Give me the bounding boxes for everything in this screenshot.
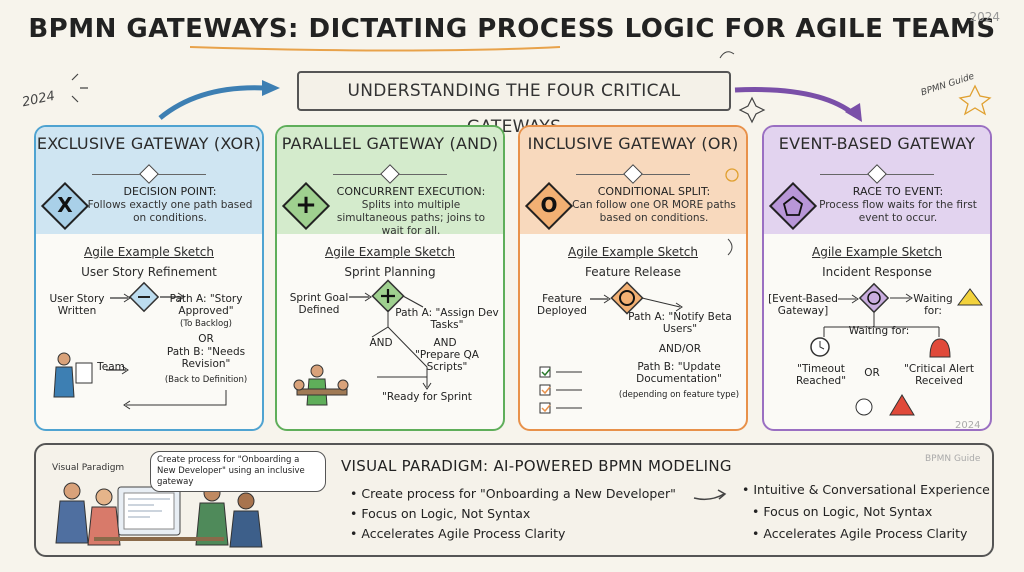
example-subtitle: Feature Release [584,265,682,279]
card-header: PARALLEL GATEWAY (AND) [281,134,499,153]
example-title: Agile Example Sketch [325,245,455,259]
sun-icon [725,168,739,182]
example-title: Agile Example Sketch [568,245,698,259]
arrow-icon [693,489,727,501]
left-bullet-1: • Create process for "Onboarding a New D… [350,486,676,501]
path-b-label: Path B: "Needs Revision" [166,346,246,370]
left-bullet-3: • Accelerates Agile Process Clarity [350,526,566,541]
path-a-note: (To Backlog) [180,319,232,329]
start-event-label: [Event-Based Gateway] [768,293,838,317]
visual-paradigm-banner [34,443,994,557]
flow-arrow-left [158,85,266,120]
gateway-symbol: + [295,190,317,220]
card-header: EXCLUSIVE GATEWAY (XOR) [36,134,262,153]
path-a-label: Path A: "Assign Dev Tasks" [395,307,499,331]
or-label: OR [864,367,880,379]
timeout-event-label: "Timeout Reached" [795,363,847,387]
table-icon [296,388,348,396]
and-label: AND [369,337,393,349]
definition-title: CONDITIONAL SPLIT: [597,185,711,198]
right-bullet-2: • Focus on Logic, Not Syntax [752,504,933,519]
team-label: Team [97,361,125,373]
flow-arrow-right [734,87,857,117]
mini-gateway-divider [92,164,206,184]
definition-text: Process flow waits for the first event t… [819,199,977,224]
bpmn-guide-note: BPMN Guide [925,454,981,464]
person-icon [195,502,229,546]
start-event-label: User Story Written [49,293,105,317]
waiting-label: Waiting for: [913,293,953,317]
banner-title: VISUAL PARADIGM: AI-POWERED BPMN MODELIN… [341,457,732,475]
checklist-icon [539,366,582,414]
vp-brand-label: Visual Paradigm [52,463,125,473]
example-subtitle: Incident Response [822,265,932,279]
card-inclusive-gateway: INCLUSIVE GATEWAY (OR) O CONDITIONAL SPL… [518,125,748,431]
card-parallel-gateway: PARALLEL GATEWAY (AND) + CONCURRENT EXEC… [275,125,505,431]
path-b-note: (Back to Definition) [164,375,248,385]
start-event-label: Feature Deployed [537,293,587,317]
alarm-icon [929,338,951,358]
person-icon [229,510,263,548]
page-title: BPMN GATEWAYS: DICTATING PROCESS LOGIC F… [28,14,996,44]
path-a-label: Path A: "Story Approved" [169,293,243,317]
xor-flow-sketch [53,281,227,410]
card-header: INCLUSIVE GATEWAY (OR) [527,134,739,153]
person-icon [53,366,75,398]
arrow-head-icon [845,103,862,122]
or-flow-sketch [539,168,739,414]
team-illustration [55,482,263,548]
gateway-symbol: O [540,193,558,217]
alert-event-label: "Critical Alert Received [904,363,974,387]
definition-text: Splits into multiple simultaneous paths;… [336,199,486,237]
star-icon [738,96,766,124]
pentagon-icon [782,195,804,216]
example-subtitle: Sprint Planning [344,265,436,279]
example-subtitle: User Story Refinement [81,265,217,279]
and-flow-sketch [293,279,432,406]
stopwatch-icon [855,398,873,416]
definition-text: Can follow one OR MORE paths based on co… [572,199,736,224]
path-a-label: Path A: "Notify Beta Users" [628,311,732,335]
speech-bubble: Create process for "Onboarding a New Dev… [150,451,326,492]
arrow-head-icon [262,80,280,96]
or-label: OR [198,333,214,345]
definition-title: CONCURRENT EXECUTION: [336,185,486,198]
waiting-label: Waiting for: [848,325,910,337]
year-label: 2024 [955,420,981,431]
mini-gateway-divider [333,164,447,184]
mini-gateway-divider [576,164,690,184]
path-b-label: Path B: "Update Documentation" [636,361,722,385]
year-label: 2024 [969,10,1000,24]
and-label: AND [433,337,457,349]
example-title: Agile Example Sketch [84,245,214,259]
card-event-based-gateway: EVENT-BASED GATEWAY RACE TO EVENT: Proce… [762,125,992,431]
card-exclusive-gateway: EXCLUSIVE GATEWAY (XOR) X DECISION POINT… [34,125,264,431]
section-subtitle: UNDERSTANDING THE FOUR CRITICAL GATEWAYS [297,71,731,137]
sparkle-icon [71,73,88,103]
start-event-label: Sprint Goal Defined [289,292,349,316]
end-event-label: "Ready for Sprint [382,391,472,403]
path-b-note: (depending on feature type) [618,390,740,400]
right-bullet-1: • Intuitive & Conversational Experience [742,482,990,497]
event-flow-sketch [810,282,983,416]
right-bullet-3: • Accelerates Agile Process Clarity [752,526,968,541]
path-b-label: "Prepare QA Scripts" [415,349,479,373]
warning-icon [957,288,983,306]
person-icon [87,506,121,546]
person-icon [55,500,89,544]
warning-icon [889,394,915,416]
gateway-symbol: X [57,193,73,217]
left-bullet-2: • Focus on Logic, Not Syntax [350,506,531,521]
definition-title: RACE TO EVENT: [852,185,944,198]
definition-title: DECISION POINT: [123,185,217,198]
example-title: Agile Example Sketch [812,245,942,259]
andor-label: AND/OR [658,343,702,355]
definition-text: Follows exactly one path based on condit… [87,199,253,224]
card-header: EVENT-BASED GATEWAY [778,134,976,153]
mini-gateway-divider [820,164,934,184]
star-icon [958,84,992,116]
